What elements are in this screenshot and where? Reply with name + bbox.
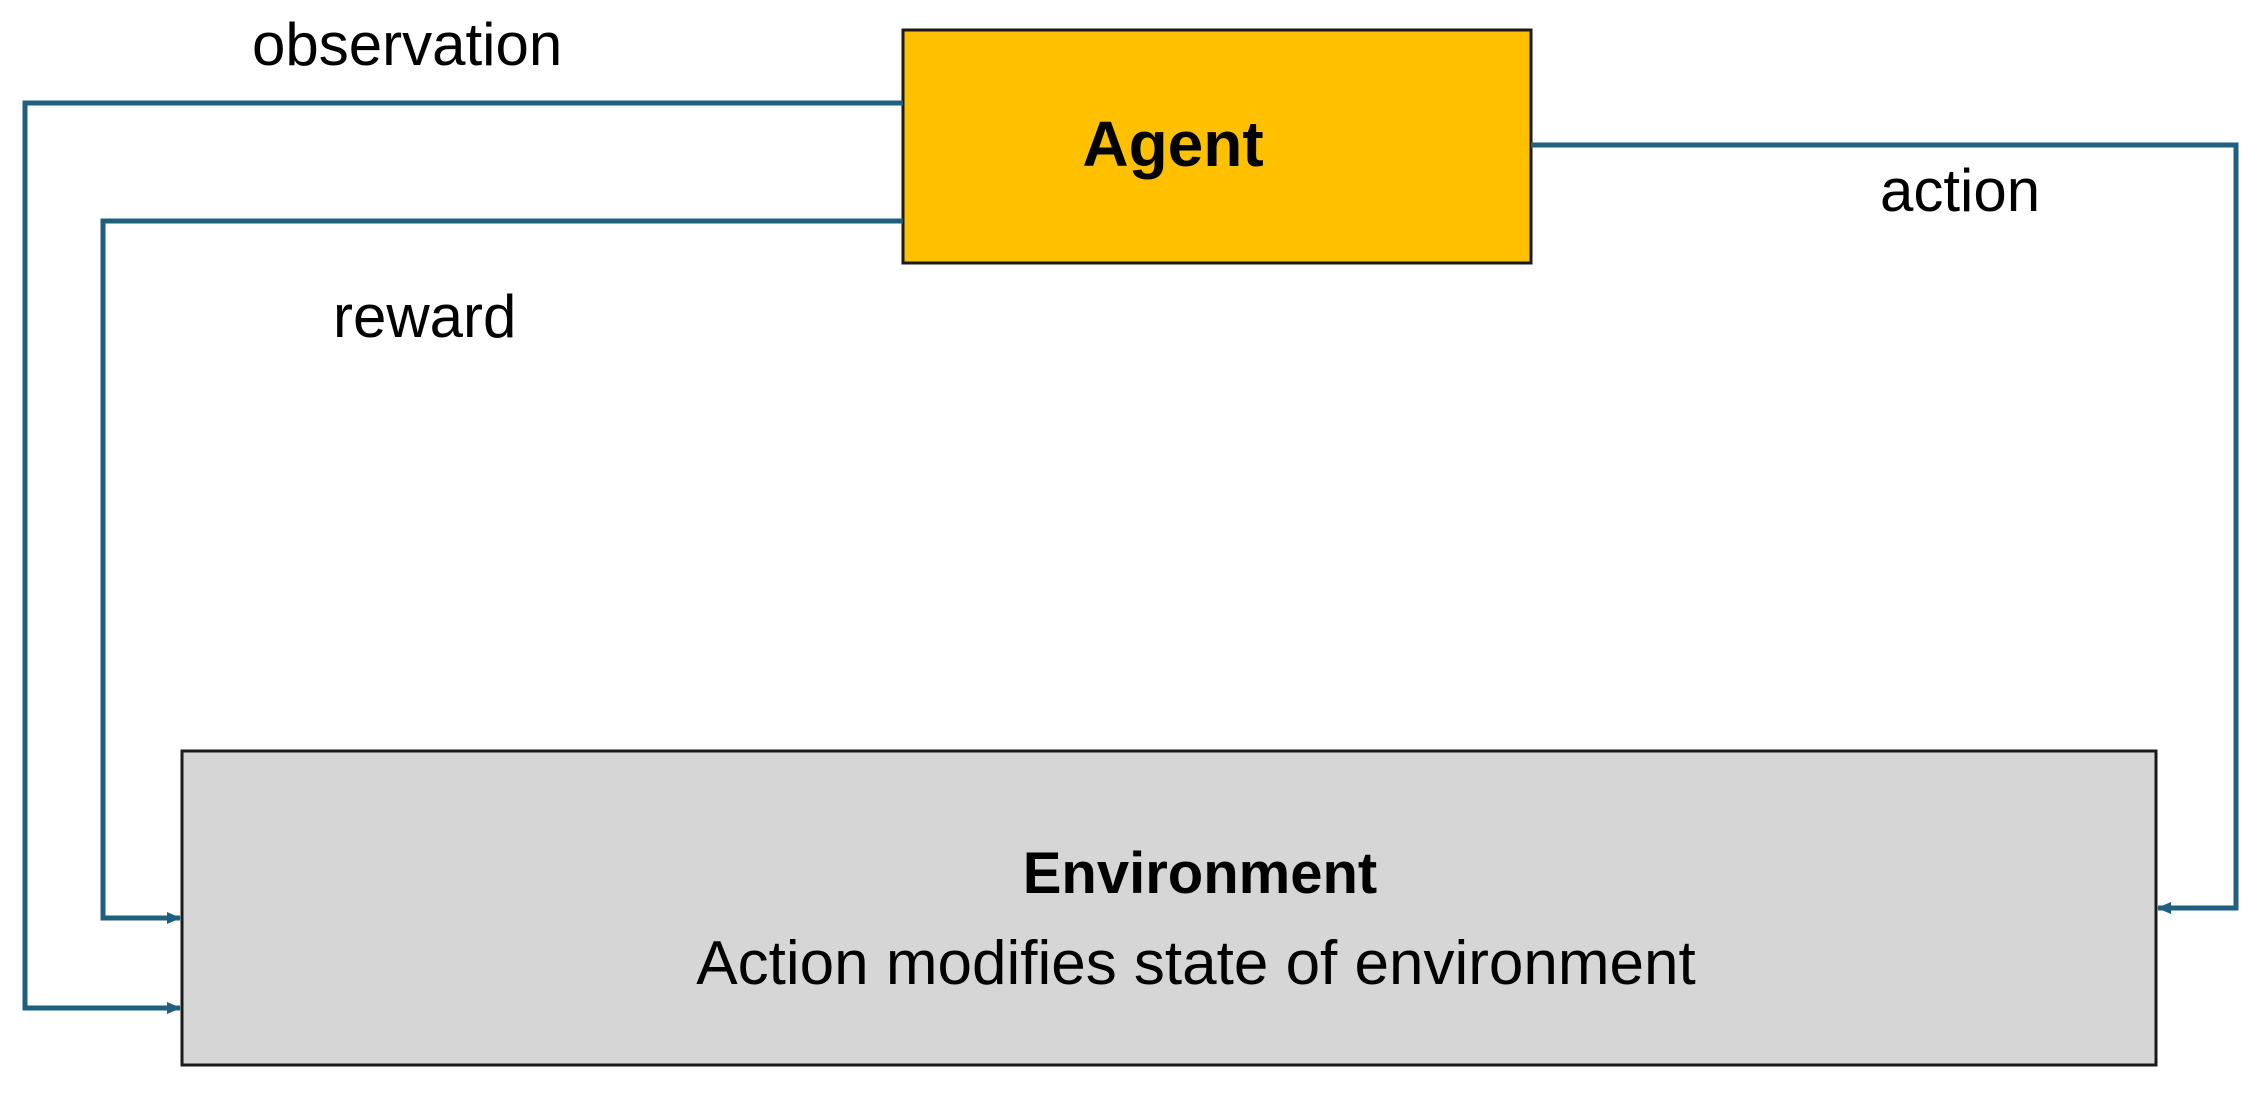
- agent-node: Agent: [901, 28, 1533, 265]
- environment-title: Environment: [1023, 841, 1378, 906]
- observation-label: observation: [252, 11, 562, 78]
- environment-node: Environment Action modifies state of env…: [180, 749, 2158, 1067]
- environment-box: [180, 749, 2158, 1067]
- agent-label: Agent: [1082, 108, 1263, 180]
- environment-subtitle: Action modifies state of environment: [696, 929, 1695, 998]
- reward-label: reward: [333, 283, 516, 350]
- observation-arrow: [22, 100, 903, 1014]
- action-label: action: [1880, 157, 2040, 224]
- agent-box: [901, 28, 1533, 265]
- reward-arrow: [100, 218, 903, 924]
- action-arrow: [1531, 142, 2239, 914]
